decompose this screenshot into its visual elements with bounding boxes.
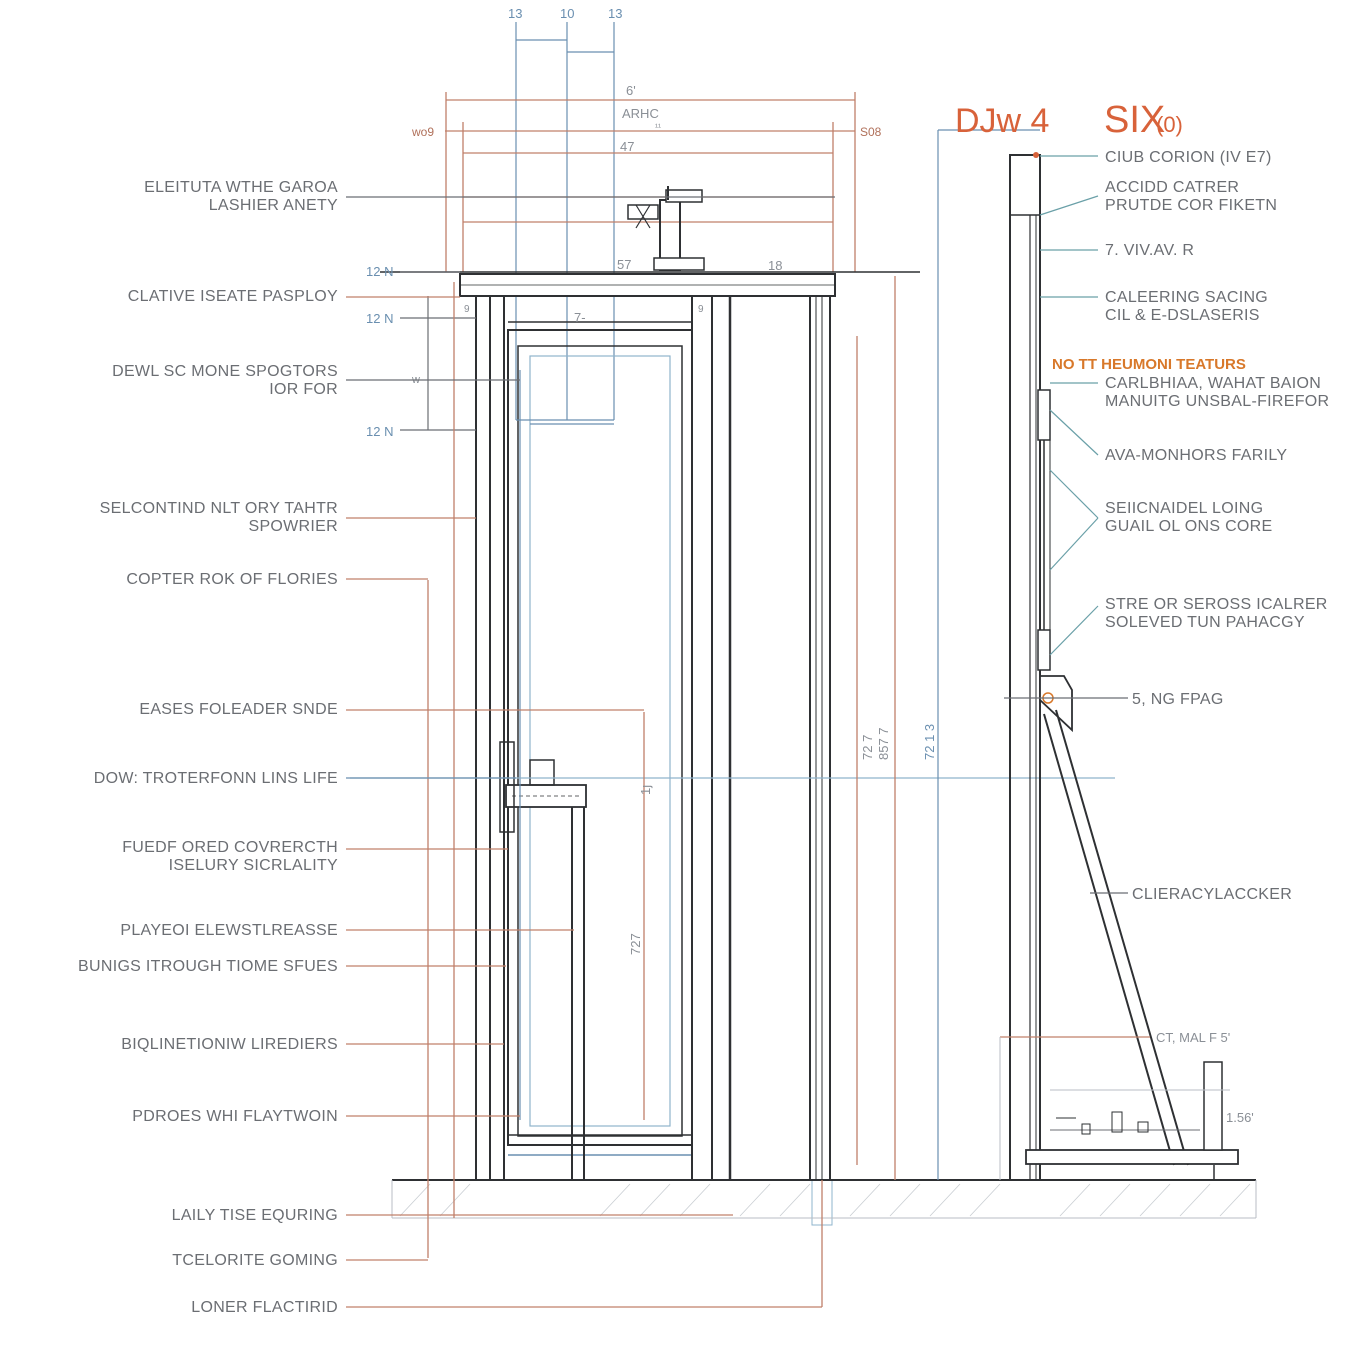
dim-12n-b: 12 N [366, 311, 393, 326]
left-callout: PDROES WHI FLAYTWOIN [132, 1108, 520, 1125]
side-callout-label: 7. VIV.AV. R [1105, 242, 1194, 259]
left-callout: BIQLINETIONIW LIREDIERS [121, 1036, 504, 1053]
height-dims: 72 7857 7 72 1 3 727 1ȷ [628, 129, 1040, 1180]
left-callout: EASES FOLEADER SNDE [139, 701, 644, 718]
left-callout: BUNIGS ITROUGH TIOME SFUES [78, 958, 506, 975]
dim-inner-2: 1ȷ [638, 785, 653, 795]
dim-height-1: 72 7857 7 [860, 727, 891, 760]
dim-right-label: S08 [860, 125, 882, 139]
dim-arc: ARHC [622, 106, 659, 121]
left-callout: COPTER ROK OF FLORIES [126, 571, 428, 588]
top-dim-3: 13 [608, 6, 622, 21]
left-callout-label: DOW: TROTERFONN LINS LIFE [94, 770, 338, 787]
side-callout-leader [1049, 605, 1099, 656]
side-callout: 7. VIV.AV. R [1040, 242, 1194, 259]
left-callout-label: LAILY TISE EQURING [172, 1207, 338, 1224]
side-callout-leader [1049, 469, 1099, 519]
dim-9a: 9 [464, 304, 470, 315]
side-callout-label: AVA-MONHORS FARILY [1105, 447, 1287, 464]
left-callout: DOW: TROTERFONN LINS LIFE [94, 770, 516, 787]
dim-12n-a: 12 N [366, 264, 393, 279]
left-callout-label: COPTER ROK OF FLORIES [126, 571, 338, 588]
left-callout-label: PDROES WHI FLAYTWOIN [132, 1108, 338, 1125]
dim-57: 57 [617, 257, 631, 272]
dim-inner: 727 [628, 933, 643, 955]
side-callout: CIUB CORION (IV E7) [1040, 149, 1272, 166]
left-callout-label: BUNIGS ITROUGH TIOME SFUES [78, 958, 338, 975]
side-title-a: DJw 4 [955, 102, 1049, 140]
side-callout-leader [1049, 409, 1099, 456]
dim-6ft: 6' [626, 83, 636, 98]
side-title-b-sub: (0) [1156, 112, 1183, 137]
side-dim-156: 1.56' [1226, 1110, 1254, 1125]
side-title-b: SIX [1104, 99, 1165, 141]
left-callout: LONER FLACTIRID [191, 1180, 823, 1316]
side-callout: CLIERACYLACCKER [1132, 886, 1292, 903]
left-callout-label: BIQLINETIONIW LIREDIERS [121, 1036, 338, 1053]
dim-left-label: wo9 [411, 125, 434, 139]
blue-inner-leaders [350, 370, 1115, 1120]
side-callout-label: 5, NG FPAG [1132, 691, 1224, 708]
side-callout: 5, NG FPAG [1132, 691, 1224, 708]
left-callout: LAILY TISE EQURING [172, 1207, 733, 1224]
left-callout: TCELORITE GOMING [172, 1252, 428, 1269]
side-callout: AVA-MONHORS FARILY [1049, 409, 1287, 464]
overall-dimension-group: 6' ARHC ¹¹ 47 wo9 S08 [411, 83, 882, 272]
dim-18: 18 [768, 258, 782, 273]
floor-slab [391, 1179, 1257, 1219]
side-elevation: DJw 4 SIX (0) CT, MAL F 5' 1.56' N [955, 99, 1254, 1181]
left-callout-label: EASES FOLEADER SNDE [139, 701, 338, 718]
top-dimension-group: 13 10 13 [508, 6, 622, 420]
side-callout-label: CLIERACYLACCKER [1132, 886, 1292, 903]
side-callout-leader [1039, 195, 1099, 216]
dim-9b: 9 [698, 304, 704, 315]
top-dim-1: 13 [508, 6, 522, 21]
main-frame: 9 9 7- [380, 271, 920, 1226]
left-callout: PLAYEOI ELEWSTLREASSE [120, 922, 574, 939]
left-vertical-dims: 12 N 12 N 12 N w [366, 264, 476, 1258]
dim-height-2: 72 1 3 [922, 724, 937, 760]
side-callout-leader-2 [1049, 517, 1099, 571]
left-callout-label: CLATIVE ISEATE PASPLOY [128, 288, 338, 305]
side-dim-ct: CT, MAL F 5' [1156, 1030, 1230, 1045]
dim-47: 47 [620, 139, 634, 154]
side-note-heading: NO TT HEUMONI TEATURS [1052, 356, 1246, 373]
left-callout-label: PLAYEOI ELEWSTLREASSE [120, 922, 338, 939]
dim-small: ¹¹ [655, 122, 661, 132]
dim-12n-c: 12 N [366, 424, 393, 439]
left-callout-label: LONER FLACTIRID [191, 1299, 338, 1316]
top-dim-2: 10 [560, 6, 574, 21]
roof-fixture: 57 18 [617, 186, 782, 273]
left-callout-label: TCELORITE GOMING [172, 1252, 338, 1269]
dim-7: 7- [574, 310, 586, 325]
left-callout: CLATIVE ISEATE PASPLOY [128, 288, 460, 305]
side-callout-label: CIUB CORION (IV E7) [1105, 149, 1272, 166]
